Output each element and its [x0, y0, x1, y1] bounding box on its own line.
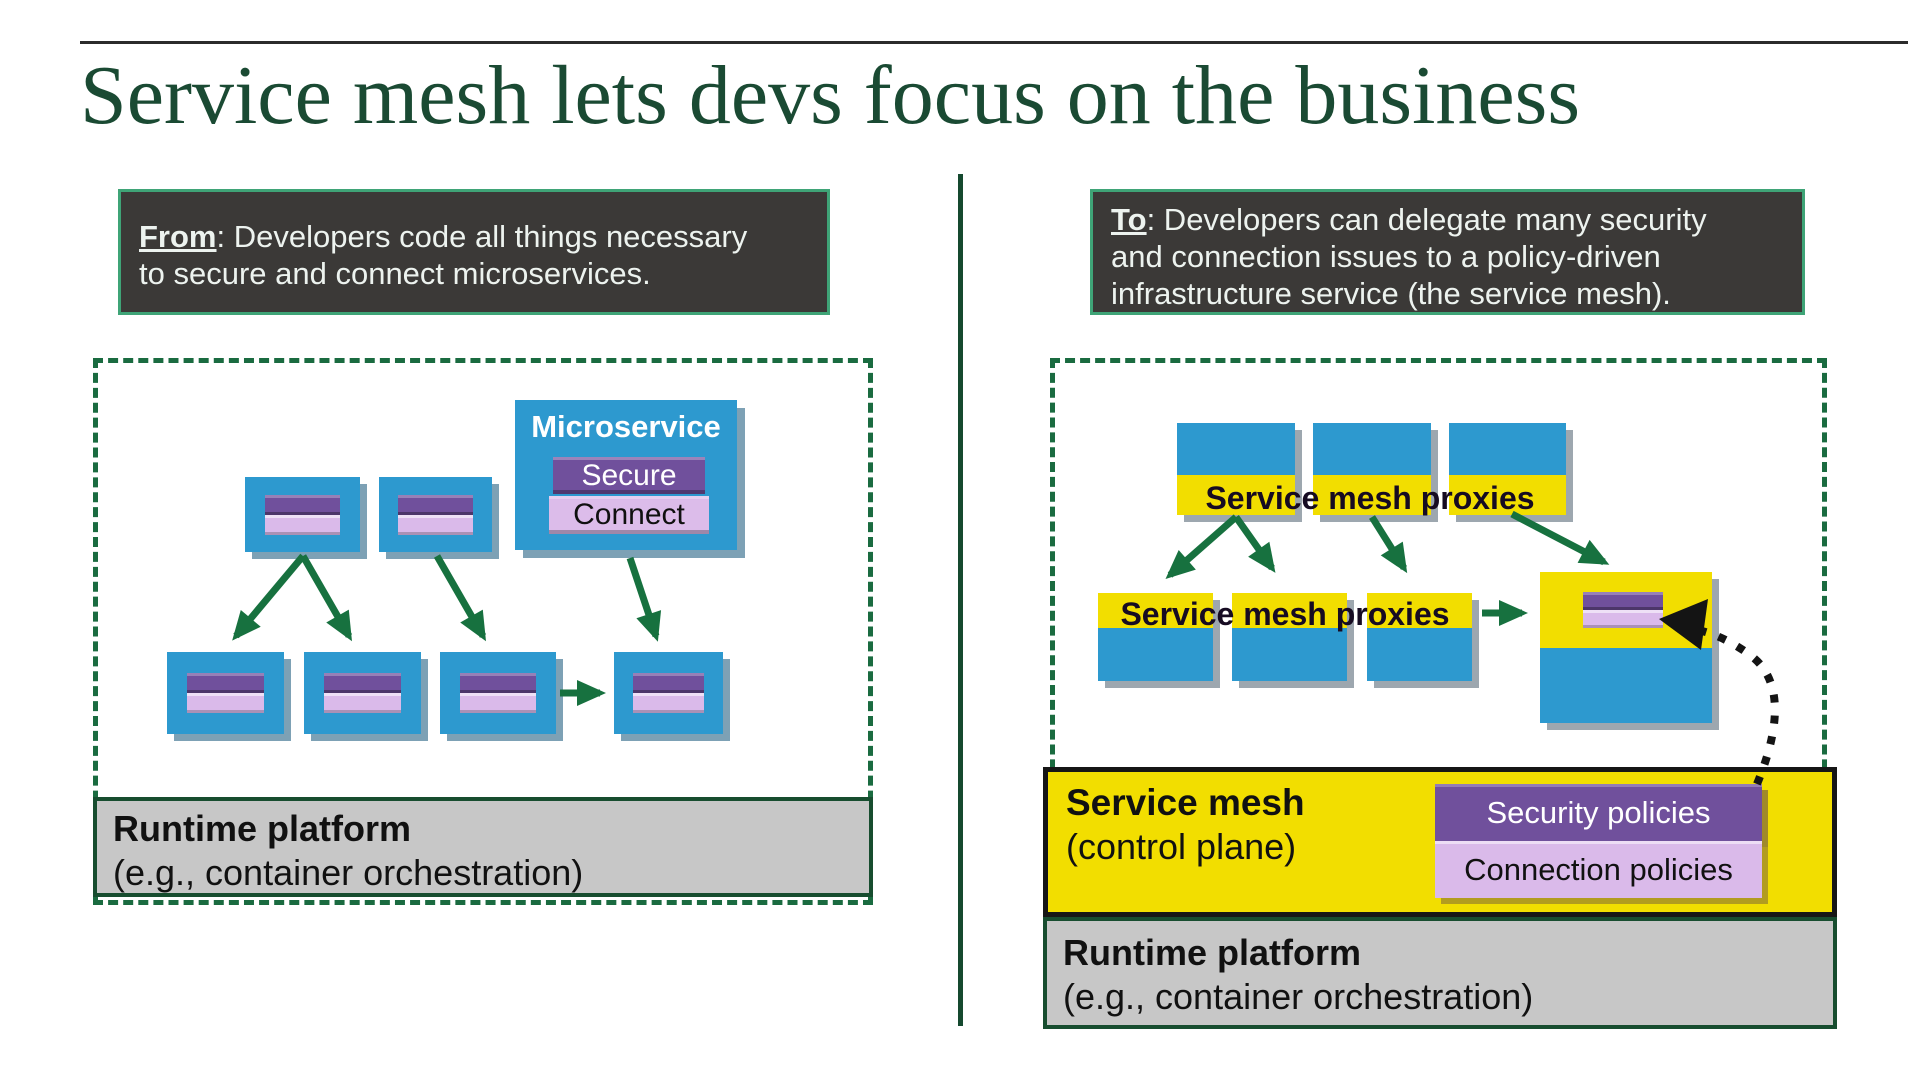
proxy-part [1449, 475, 1566, 515]
proxy-label-top: Service mesh proxies [1205, 480, 1535, 516]
service-part [1540, 648, 1712, 723]
control-plane-title: Service mesh [1066, 782, 1305, 823]
service-part [1098, 628, 1213, 681]
top-rule [80, 41, 1908, 44]
service-box [304, 652, 421, 734]
proxy-node-top [1177, 423, 1295, 515]
secure-mini-bar [632, 673, 705, 693]
proxy-label-mid: Service mesh proxies [1120, 596, 1450, 632]
slide-title: Service mesh lets devs focus on the busi… [80, 49, 1581, 142]
runtime-platform-right-title: Runtime platform [1063, 932, 1362, 973]
from-callout: From: Developers code all things necessa… [118, 189, 830, 315]
connect-mini-bar [323, 693, 402, 713]
proxy-node-top [1313, 423, 1431, 515]
left-diagram-panel [93, 358, 873, 905]
runtime-platform-right: Runtime platform (e.g., container orches… [1043, 917, 1837, 1029]
security-policies-box: Security policies [1435, 784, 1762, 841]
runtime-platform-left-title: Runtime platform [113, 808, 412, 849]
service-part [1177, 423, 1295, 475]
service-part [1449, 423, 1566, 475]
connect-mini-bar [459, 693, 537, 713]
to-callout-line2: and connection issues to a policy-driven [1111, 239, 1661, 274]
secure-mini-bar [186, 673, 265, 693]
connection-policies-box: Connection policies [1435, 841, 1762, 898]
proxy-node-top [1449, 423, 1566, 515]
secure-mini-bar [398, 494, 473, 515]
proxy-node-mid [1098, 593, 1213, 681]
proxy-part [1232, 593, 1347, 628]
service-part [1232, 628, 1347, 681]
connect-bar: Connect [549, 496, 709, 534]
from-callout-line2: to secure and connect microservices. [139, 256, 651, 291]
runtime-platform-right-subtitle: (e.g., container orchestration) [1063, 976, 1534, 1017]
connect-mini-bar [186, 693, 265, 713]
to-callout-line1: : Developers can delegate many security [1146, 202, 1707, 237]
secure-mini-bar [1583, 592, 1663, 610]
from-callout-lead: From [139, 219, 217, 254]
service-box [614, 652, 723, 734]
service-box [167, 652, 284, 734]
from-callout-line1: : Developers code all things necessary [216, 219, 748, 254]
to-callout-lead: To [1111, 202, 1147, 237]
secure-mini-bar [264, 494, 341, 515]
connect-mini-bar [1583, 610, 1663, 628]
connect-mini-bar [398, 514, 473, 535]
secure-mini-bar [459, 673, 537, 693]
proxy-part [1098, 593, 1213, 628]
service-box [440, 652, 556, 734]
to-callout-line3: infrastructure service (the service mesh… [1111, 276, 1671, 311]
proxy-node-mid [1232, 593, 1347, 681]
service-box [379, 477, 492, 552]
service-part [1313, 423, 1431, 475]
secure-mini-bar [323, 673, 402, 693]
vertical-divider [958, 174, 963, 1026]
runtime-platform-left: Runtime platform (e.g., container orches… [93, 797, 873, 897]
microservice-label: Microservice [531, 409, 721, 444]
proxy-part [1177, 475, 1295, 515]
service-box [245, 477, 360, 552]
injected-policies-bars [1583, 592, 1663, 628]
secure-bar: Secure [553, 457, 705, 494]
connect-mini-bar [632, 693, 705, 713]
connect-mini-bar [264, 514, 341, 535]
control-plane-subtitle: (control plane) [1066, 826, 1297, 867]
service-part [1367, 628, 1472, 681]
proxy-part [1367, 593, 1472, 628]
to-callout: To: Developers can delegate many securit… [1090, 189, 1805, 315]
runtime-platform-left-subtitle: (e.g., container orchestration) [113, 852, 584, 893]
proxy-part [1313, 475, 1431, 515]
proxy-node-mid [1367, 593, 1472, 681]
